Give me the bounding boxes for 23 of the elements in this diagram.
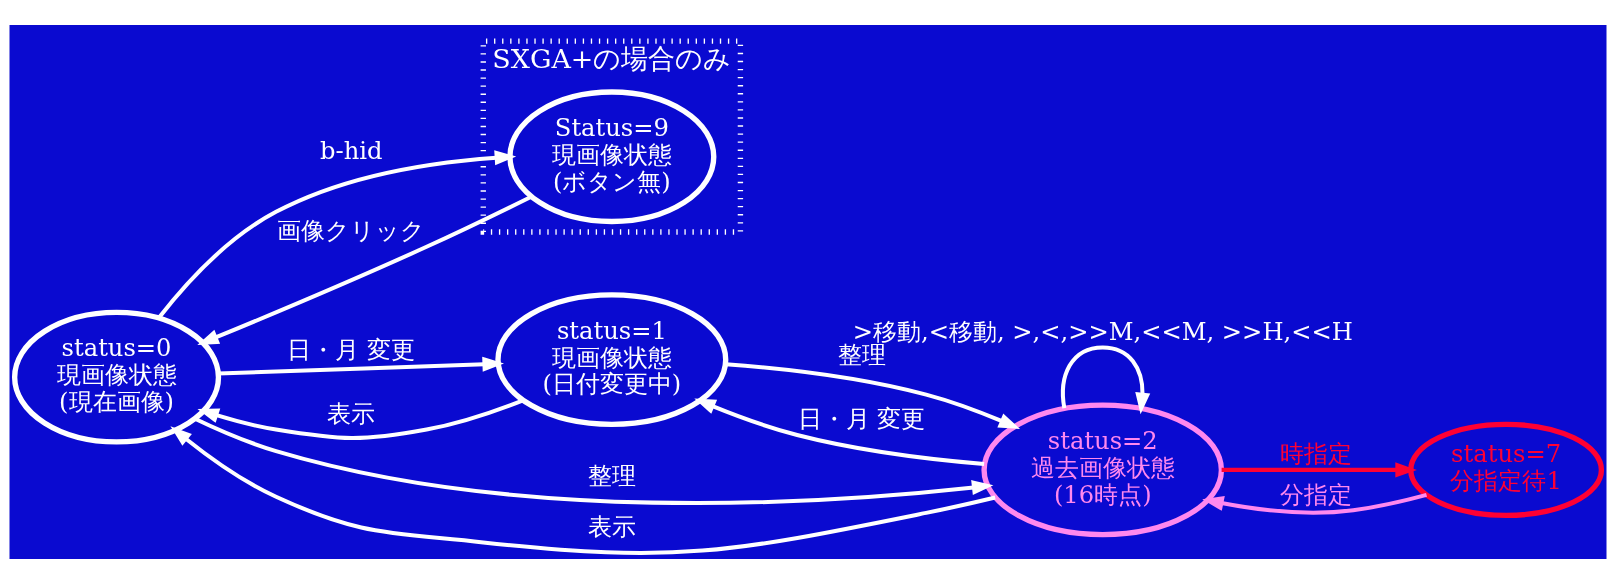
arrow bbox=[218, 356, 504, 376]
edge-label: 時指定 bbox=[1280, 440, 1353, 469]
node-ellipse: Status=9 現画像状態 (ボタン無) bbox=[507, 89, 717, 225]
arrow bbox=[157, 150, 517, 320]
node-ellipse: status=1 現画像状態 (日付変更中) bbox=[495, 292, 729, 428]
arrow bbox=[1202, 492, 1428, 515]
edge-label: 画像クリック bbox=[277, 217, 426, 246]
arrow bbox=[197, 194, 533, 345]
edge-label: 日・月 変更 bbox=[797, 405, 926, 434]
arrow bbox=[194, 416, 994, 505]
edge-label: b-hid bbox=[320, 136, 383, 165]
arrow bbox=[197, 398, 524, 441]
edge-label: 日・月 変更 bbox=[287, 335, 416, 364]
arrow bbox=[170, 426, 996, 555]
edge-label: 整理 bbox=[587, 461, 636, 490]
arrow bbox=[1060, 345, 1151, 415]
arrow bbox=[1221, 462, 1417, 478]
edge-label: 分指定 bbox=[1280, 480, 1353, 509]
arrow bbox=[694, 398, 985, 466]
edge-label: 表示 bbox=[587, 512, 636, 541]
edge-label: 表示 bbox=[327, 400, 376, 429]
arrow bbox=[725, 362, 1021, 429]
node-ellipse: status=7 分指定待1 bbox=[1408, 421, 1605, 519]
